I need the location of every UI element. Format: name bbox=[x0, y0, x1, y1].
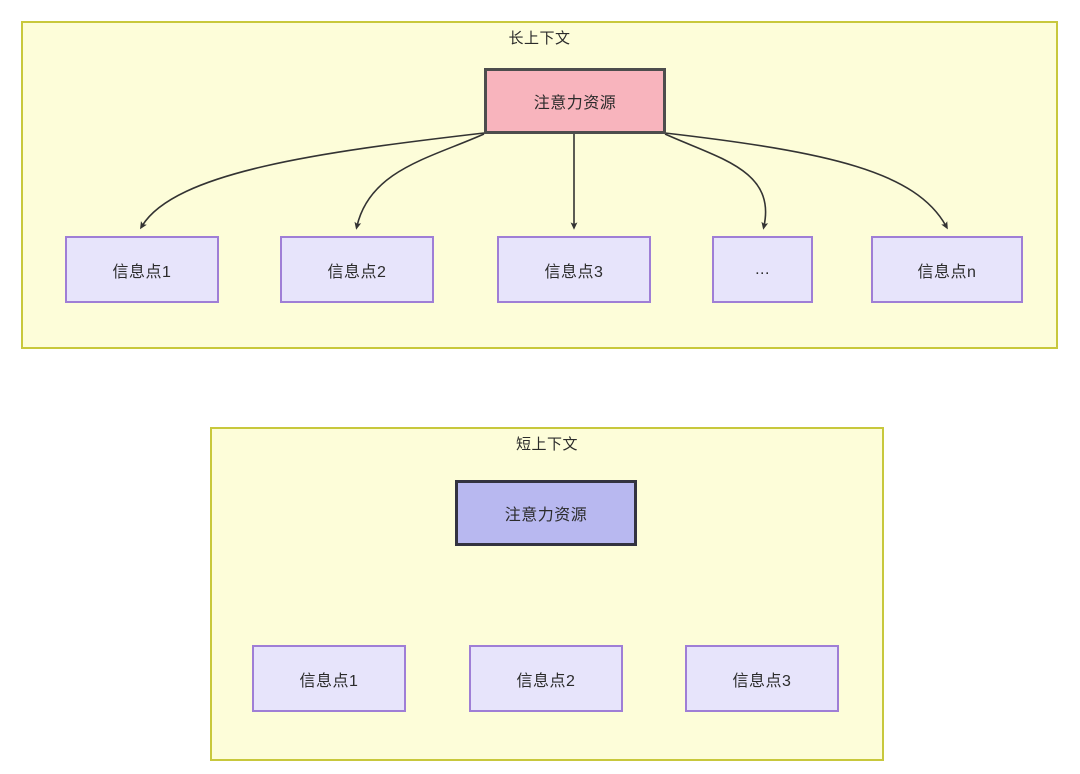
node-info-point-short-1[interactable]: 信息点1 bbox=[252, 645, 406, 712]
node-info-point-short-3[interactable]: 信息点3 bbox=[685, 645, 839, 712]
edge-long-2 bbox=[354, 133, 485, 230]
node-info-point-long-n[interactable]: 信息点n bbox=[871, 236, 1023, 303]
edge-long-4 bbox=[664, 133, 769, 230]
group-title-long-context: 长上下文 bbox=[508, 30, 571, 47]
node-attention-resource-long[interactable]: 注意力资源 bbox=[484, 68, 666, 134]
node-info-point-long-ellipsis[interactable]: ... bbox=[712, 236, 813, 303]
node-info-point-long-2[interactable]: 信息点2 bbox=[280, 236, 434, 303]
node-info-point-short-2[interactable]: 信息点2 bbox=[469, 645, 623, 712]
node-info-point-long-1[interactable]: 信息点1 bbox=[65, 236, 219, 303]
edge-long-5 bbox=[664, 132, 948, 230]
edge-long-1 bbox=[140, 132, 485, 230]
node-attention-resource-short[interactable]: 注意力资源 bbox=[455, 480, 637, 546]
group-title-short-context: 短上下文 bbox=[515, 436, 578, 453]
node-info-point-long-3[interactable]: 信息点3 bbox=[497, 236, 651, 303]
